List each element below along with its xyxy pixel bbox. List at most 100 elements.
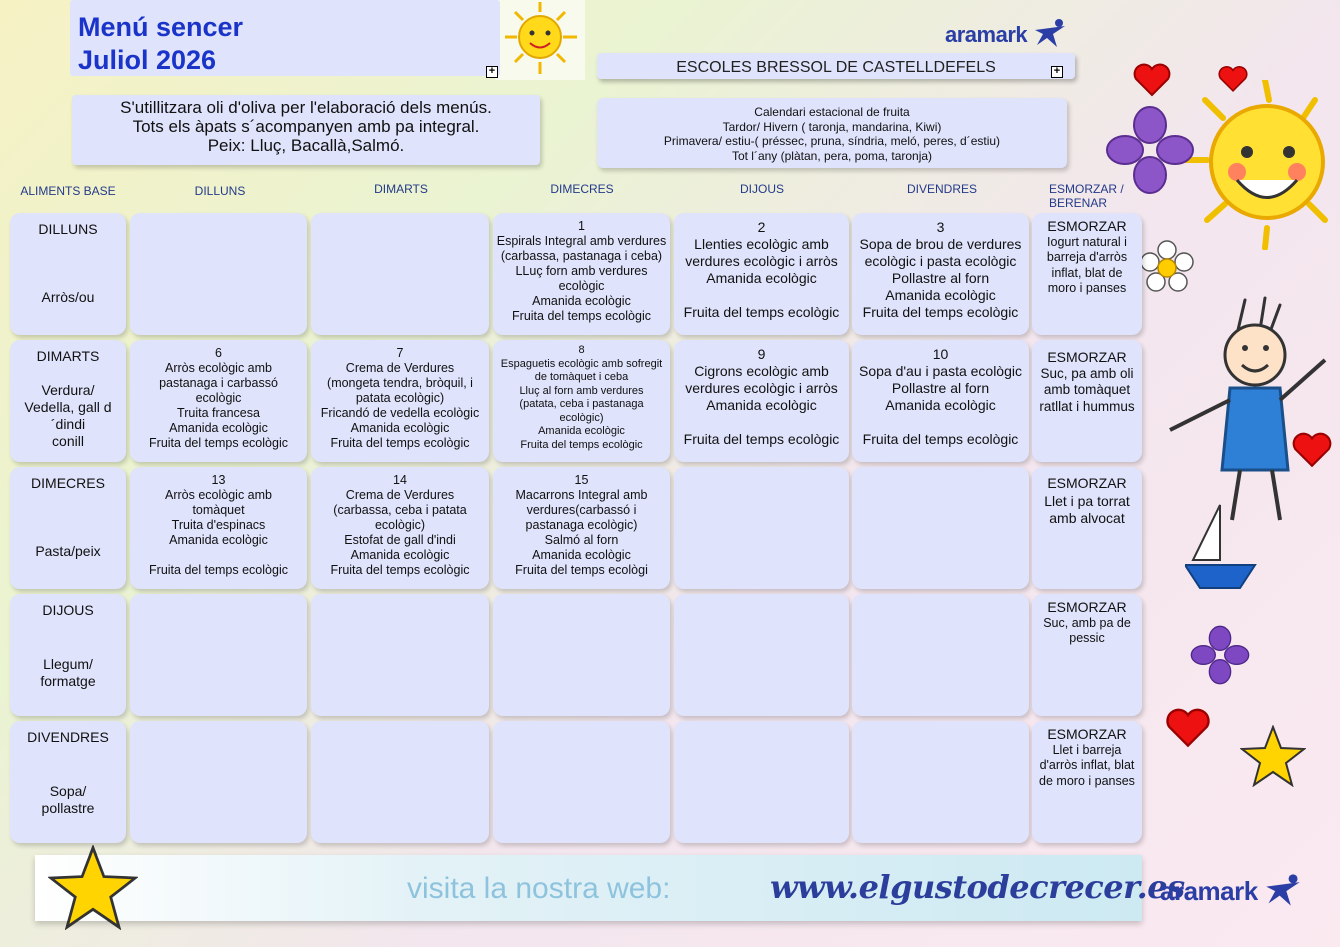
meal-item: Sopa d'au i pasta ecològic xyxy=(858,363,1022,379)
meal-item: verdures ecològic i arròs xyxy=(685,253,838,269)
school-name-box: ESCOLES BRESSOL DE CASTELLDEFELS xyxy=(597,53,1075,79)
meal-cell xyxy=(852,467,1029,589)
meal-item: Espaguetis ecològic amb sofregit xyxy=(500,357,663,370)
fruit-calendar-line: Tardor/ Hivern ( taronja, mandarina, Kiw… xyxy=(722,119,942,134)
meal-item: Truita d'espinacs xyxy=(171,518,266,532)
meal-item: ecològic xyxy=(558,279,605,293)
meal-item: Arròs ecològic amb xyxy=(165,361,272,375)
meal-item: Amanida ecològic xyxy=(532,548,631,562)
aramark-logo-top: aramark xyxy=(945,18,1067,48)
daisy-decoration xyxy=(1140,240,1194,292)
snack-item: Suc, amb pa de xyxy=(1043,615,1131,630)
title-line-2: Juliol 2026 xyxy=(78,45,217,75)
meal-item: Cigrons ecològic amb xyxy=(694,363,829,379)
meal-item xyxy=(677,414,846,431)
notes-box: S'utillitzara oli d'oliva per l'elaborac… xyxy=(72,95,540,165)
heart-decoration xyxy=(1133,63,1171,97)
meal-cell xyxy=(130,594,307,716)
heart-decoration xyxy=(1292,432,1332,468)
meal-date: 9 xyxy=(757,346,766,362)
snack-item: Iogurt natural i xyxy=(1047,234,1127,249)
meal-date: 10 xyxy=(932,346,949,362)
meal-cell xyxy=(852,594,1029,716)
footer-bar xyxy=(35,855,1142,921)
footer-visit-text: visita la nostra web: xyxy=(407,872,671,905)
meal-item: Fricandó de vedella ecològic xyxy=(320,406,480,420)
expand-icon[interactable]: + xyxy=(486,66,498,78)
meal-date: 6 xyxy=(215,346,222,360)
day-base-food: Llegum/formatge xyxy=(10,656,126,690)
meal-item: LLuç forn amb verdures xyxy=(515,264,648,278)
snack-item: Suc, pa amb oli xyxy=(1040,365,1134,381)
day-base-food: Sopa/pollastre xyxy=(10,783,126,817)
header-monday: DILLUNS xyxy=(194,184,246,198)
day-cell: DIVENDRES Sopa/pollastre xyxy=(10,721,126,843)
meal-item: Fruita del temps ecològic xyxy=(683,304,840,320)
meal-cell xyxy=(674,721,849,843)
meal-item: Amanida ecològic xyxy=(885,287,996,303)
meal-item: Fruita del temps ecològic xyxy=(862,431,1019,447)
meal-item: ecològic) xyxy=(374,518,426,532)
snack-item: Llet i barreja xyxy=(1052,742,1122,757)
day-base-line: formatge xyxy=(40,673,96,689)
expand-icon[interactable]: + xyxy=(1051,66,1063,78)
snack-item: de moro i panses xyxy=(1039,773,1135,788)
meal-item: Fruita del temps ecològic xyxy=(330,436,470,450)
day-name: DIVENDRES xyxy=(27,729,109,745)
snack-item: barreja d'arròs xyxy=(1046,250,1128,264)
meal-item: (mongeta tendra, bròquil, i xyxy=(327,376,473,390)
meal-item: (carbassa, ceba i patata xyxy=(333,503,467,517)
title-box: Menú sencer Juliol 2026 xyxy=(70,0,500,76)
snack-item: amb tomàquet xyxy=(1043,382,1131,397)
meal-cell xyxy=(130,213,307,335)
meal-item: Fruita del temps ecològic xyxy=(149,563,288,577)
meal-item: patata ecològic) xyxy=(355,391,445,405)
meal-cell xyxy=(493,594,670,716)
meal-item: Lluç al forn amb verdures xyxy=(519,384,644,397)
day-name: DIMECRES xyxy=(31,475,105,491)
day-base-line: Verdura/ xyxy=(41,382,95,398)
meal-item: Fruita del temps ecològic xyxy=(520,438,643,451)
fruit-calendar-box: Calendari estacional de fruita Tardor/ H… xyxy=(597,98,1067,168)
meal-date: 8 xyxy=(578,344,585,356)
day-base-line: Arròs/ou xyxy=(41,289,95,305)
snack-title: ESMORZAR xyxy=(1047,349,1127,365)
meal-item: Amanida ecològic xyxy=(706,397,817,413)
meal-item: pastanaga ecològic) xyxy=(525,518,638,532)
footer-website-link[interactable]: www.elgustodecrecer.es xyxy=(770,868,1185,906)
meal-date: 14 xyxy=(393,473,407,487)
meal-item: Amanida ecològic xyxy=(538,425,625,437)
meal-item: de tomàquet i ceba xyxy=(534,371,629,383)
heart-decoration xyxy=(1218,66,1248,92)
header-thursday: DIJOUS xyxy=(739,182,784,196)
school-name: ESCOLES BRESSOL DE CASTELLDEFELS xyxy=(676,59,996,76)
snack-title: ESMORZAR xyxy=(1047,218,1127,234)
meal-item: Amanida ecològic xyxy=(706,270,817,286)
snack-item: inflat, blat de xyxy=(1051,265,1123,280)
meal-date: 2 xyxy=(757,219,766,235)
meal-item: Fruita del temps ecològic xyxy=(683,431,840,447)
meal-item: (carbassa, pastanaga i ceba) xyxy=(500,249,663,263)
meal-item: Llenties ecològic amb xyxy=(694,236,829,252)
meal-item xyxy=(133,548,304,563)
day-base-line: Llegum/ xyxy=(43,656,93,672)
meal-date: 1 xyxy=(578,219,585,233)
star-decoration xyxy=(48,845,138,930)
day-name: DIMARTS xyxy=(36,348,100,364)
aramark-logo-text: aramark xyxy=(1160,876,1258,906)
meal-item: Fruita del temps ecològic xyxy=(512,309,651,323)
